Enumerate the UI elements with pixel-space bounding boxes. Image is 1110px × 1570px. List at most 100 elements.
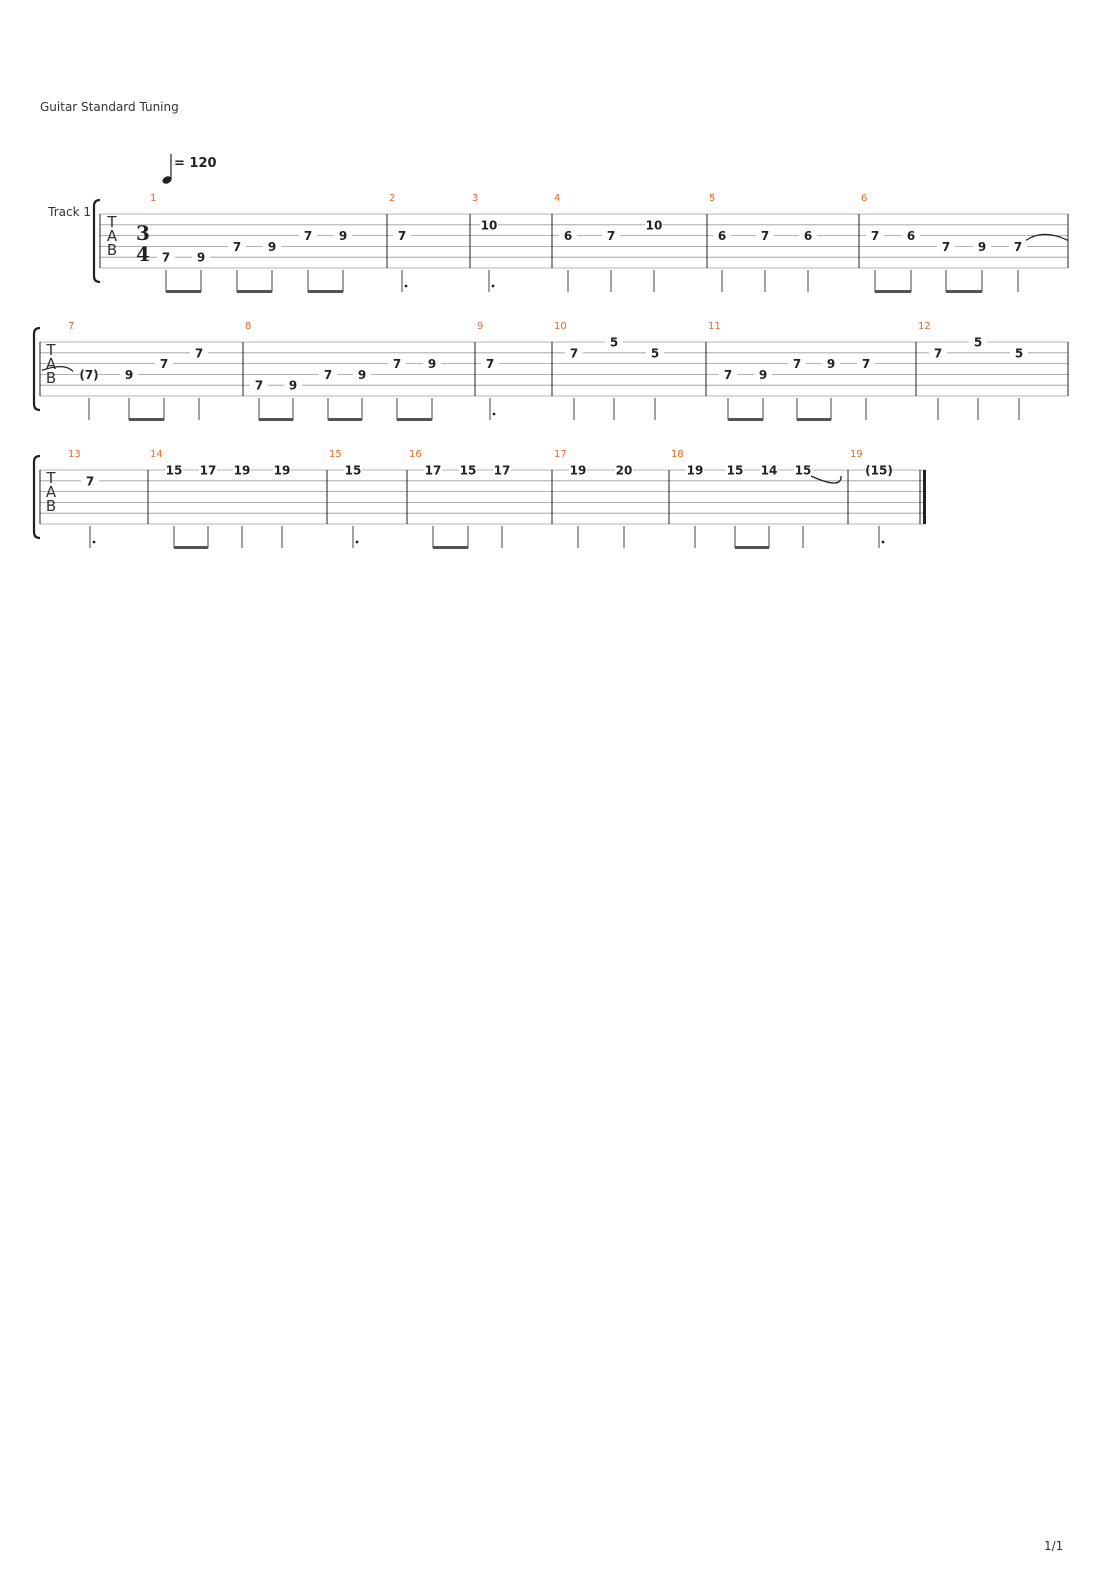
fret-bg [263,240,281,253]
tab-clef-letter: T [45,341,56,359]
measure-number: 1 [150,193,156,204]
fret-number: 15 [345,464,362,478]
measure-number: 3 [472,193,478,204]
fret-number: 6 [564,229,572,243]
fret-bg [719,368,737,381]
measure-number: 9 [477,321,483,332]
fret-number: 7 [607,229,615,243]
fret-number: 7 [398,229,406,243]
fret-bg [726,464,744,476]
fret-number: 5 [974,336,982,350]
dot [92,540,96,544]
quarter-note-icon [162,154,172,184]
fret-number: 19 [570,464,587,478]
fret-number: 9 [428,357,436,371]
tab-clef-letter: B [46,369,56,387]
fret-bg [754,368,772,381]
tie [41,366,74,372]
fret-bg [192,251,210,264]
fret-bg [81,474,99,487]
track-name: Track 1 [47,205,91,219]
fret-bg [686,464,704,476]
fret-number: 9 [978,240,986,254]
fret-number: 7 [195,346,203,360]
fret-number: 19 [687,464,704,478]
measure-number: 5 [709,193,715,204]
fret-bg [973,240,991,253]
system-bracket [32,454,41,540]
fret-bg [233,464,251,476]
fret-number: 7 [304,229,312,243]
fret-bg [424,464,442,476]
fret-bg [481,357,499,370]
tempo-marking: = 120 [174,156,217,171]
beam [728,418,763,421]
fret-bg [493,464,511,476]
fret-number: 15 [166,464,183,478]
fret-bg [866,229,884,242]
fret-bg [199,464,217,476]
dot [492,412,496,416]
page-number: 1/1 [1044,1539,1064,1553]
fret-bg [319,368,337,381]
fret-bg [1010,346,1028,359]
measure-number: 4 [554,193,560,204]
beam [129,418,164,421]
fret-bg [646,346,664,359]
fret-bg [929,346,947,359]
fret-number: 20 [616,464,633,478]
fret-bg [788,357,806,370]
fret-bg [250,379,268,392]
tab-clef-letter: B [46,497,56,515]
beam [397,418,432,421]
fret-number: 7 [761,229,769,243]
fret-number: 7 [486,357,494,371]
fret-number: 7 [233,240,241,254]
fret-number: 15 [460,464,477,478]
fret-bg [273,464,291,476]
fret-bg [344,464,362,476]
fret-number: 7 [570,346,578,360]
fret-number: 9 [827,357,835,371]
dot [355,540,359,544]
fret-bg [937,240,955,253]
dot [491,284,495,288]
fret-bg [565,346,583,359]
measure-number: 16 [409,449,422,460]
fret-bg [120,368,138,381]
fret-bg [80,368,98,381]
tab-clef-letter: T [106,213,117,231]
fret-number: 5 [1015,346,1023,360]
fret-number: 15 [795,464,812,478]
beam [875,290,911,293]
fret-bg [857,357,875,370]
measure-number: 13 [68,449,81,460]
fret-number: 9 [125,368,133,382]
fret-number: 7 [862,357,870,371]
measure-number: 6 [861,193,867,204]
fret-number: 9 [759,368,767,382]
fret-number: 7 [86,474,94,488]
fret-number: 7 [1014,240,1022,254]
fret-bg [393,229,411,242]
fret-bg [388,357,406,370]
tie [810,475,842,484]
beam [946,290,982,293]
fret-number: 17 [494,464,511,478]
fret-number: 17 [200,464,217,478]
fret-number: 7 [871,229,879,243]
fret-bg [969,336,987,348]
measure-number: 10 [554,321,567,332]
fret-bg [480,218,498,231]
tie [1025,233,1069,241]
time-signature-bottom: 4 [136,242,150,266]
dot [881,540,885,544]
fret-bg [155,357,173,370]
tab-clef-letter: A [46,355,57,373]
fret-number: 9 [339,229,347,243]
fret-bg [902,229,920,242]
fret-bg [615,464,633,476]
fret-bg [559,229,577,242]
fret-bg [569,464,587,476]
